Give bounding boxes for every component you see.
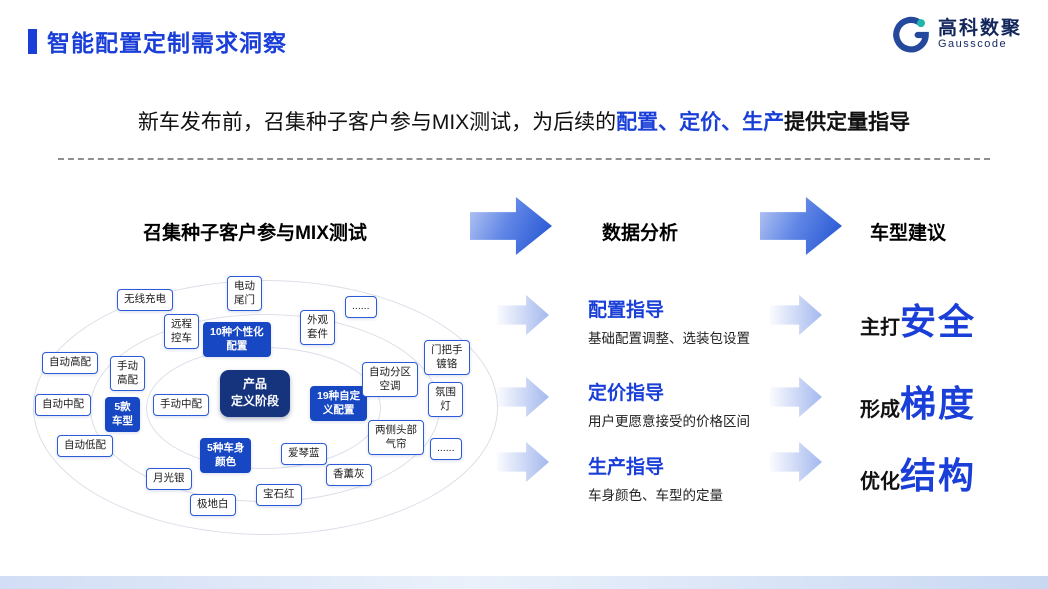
logo-name: 高科数聚 — [937, 18, 1022, 40]
subtitle-highlight: 配置、定价、生产 — [616, 111, 785, 134]
analysis-title-pricing: 定价指导 — [588, 383, 665, 404]
analysis-desc-config: 基础配置调整、选装包设置 — [588, 331, 750, 346]
suggestion-prefix: 主打 — [860, 317, 900, 339]
logo: 高科数聚 Gausscode — [892, 16, 1022, 54]
page-title: 智能配置定制需求洞察 — [47, 30, 287, 56]
suggestion-keyword: 安全 — [900, 301, 977, 342]
connector-arrow-icon — [770, 377, 822, 417]
suggestion-structure: 优化 结构 — [860, 447, 976, 499]
analysis-title-production: 生产指导 — [588, 457, 665, 478]
suggestion-safety: 主打 安全 — [860, 293, 976, 345]
column-title-data-analysis: 数据分析 — [601, 223, 678, 244]
diagram-node: 19种自定 义配置 — [310, 386, 368, 422]
diagram-node: 远程 控车 — [164, 314, 199, 350]
suggestion-keyword: 梯度 — [900, 383, 977, 424]
subtitle-pre: 新车发布前，召集种子客户参与MIX测试，为后续的 — [137, 111, 617, 134]
diagram-node: ...... — [345, 296, 377, 318]
ellipse-ring — [33, 280, 498, 535]
diagram-node: 无线充电 — [117, 289, 173, 311]
header: 智能配置定制需求洞察 — [28, 24, 287, 58]
flow-arrow-icon — [760, 197, 842, 255]
diagram-center-node: 产品 定义阶段 — [220, 370, 291, 417]
connector-arrow-icon — [770, 295, 822, 335]
diagram-node: 香薰灰 — [326, 464, 372, 486]
diagram-node: 爱琴蓝 — [281, 443, 327, 465]
diagram-node: 自动低配 — [57, 435, 113, 457]
analysis-title-config: 配置指导 — [588, 300, 665, 321]
title-marker — [28, 28, 37, 54]
diagram-node: 外观 套件 — [300, 310, 335, 346]
diagram-node: 自动分区 空调 — [362, 362, 418, 398]
analysis-desc-production: 车身颜色、车型的定量 — [588, 488, 723, 503]
diagram-node: 自动中配 — [35, 394, 91, 416]
diagram-node: 5款 车型 — [105, 397, 140, 433]
subtitle: 新车发布前，召集种子客户参与MIX测试，为后续的配置、定价、生产提供定量指导 — [0, 106, 1048, 136]
suggestion-prefix: 优化 — [860, 471, 900, 493]
diagram-node: 两侧头部 气帘 — [368, 420, 424, 456]
logo-subname: Gausscode — [937, 38, 1008, 51]
diagram-node: 月光银 — [146, 468, 192, 490]
suggestion-gradient: 形成 梯度 — [860, 375, 976, 427]
diagram-node: 氛围 灯 — [428, 382, 463, 418]
column-title-model-suggestion: 车型建议 — [869, 223, 946, 244]
diagram-node: ...... — [430, 438, 462, 460]
diagram-node: 手动 高配 — [110, 356, 145, 392]
logo-icon — [893, 16, 929, 53]
logo-text: 高科数聚 Gausscode — [938, 19, 1022, 50]
diagram-node: 门把手 镀铬 — [424, 340, 470, 376]
suggestion-keyword: 结构 — [900, 455, 977, 496]
bottom-accent-bar — [0, 576, 1048, 589]
mix-test-diagram: 无线充电 电动 尾门 远程 控车 10种个性化 配置 外观 套件 ...... … — [28, 262, 508, 562]
analysis-desc-pricing: 用户更愿意接受的价格区间 — [588, 414, 750, 429]
connector-arrow-icon — [770, 442, 822, 482]
diagram-node: 手动中配 — [153, 394, 209, 416]
divider-dashed — [58, 158, 990, 160]
column-title-mix-test: 召集种子客户参与MIX测试 — [143, 223, 367, 244]
diagram-node: 宝石红 — [256, 484, 302, 506]
diagram-node: 自动高配 — [42, 352, 98, 374]
diagram-node: 10种个性化 配置 — [203, 322, 271, 358]
suggestion-prefix: 形成 — [860, 399, 900, 421]
diagram-node: 5种车身 颜色 — [200, 438, 252, 474]
diagram-node: 极地白 — [190, 494, 236, 516]
subtitle-post: 提供定量指导 — [784, 111, 911, 134]
flow-arrow-icon — [470, 197, 552, 255]
diagram-node: 电动 尾门 — [227, 276, 262, 312]
